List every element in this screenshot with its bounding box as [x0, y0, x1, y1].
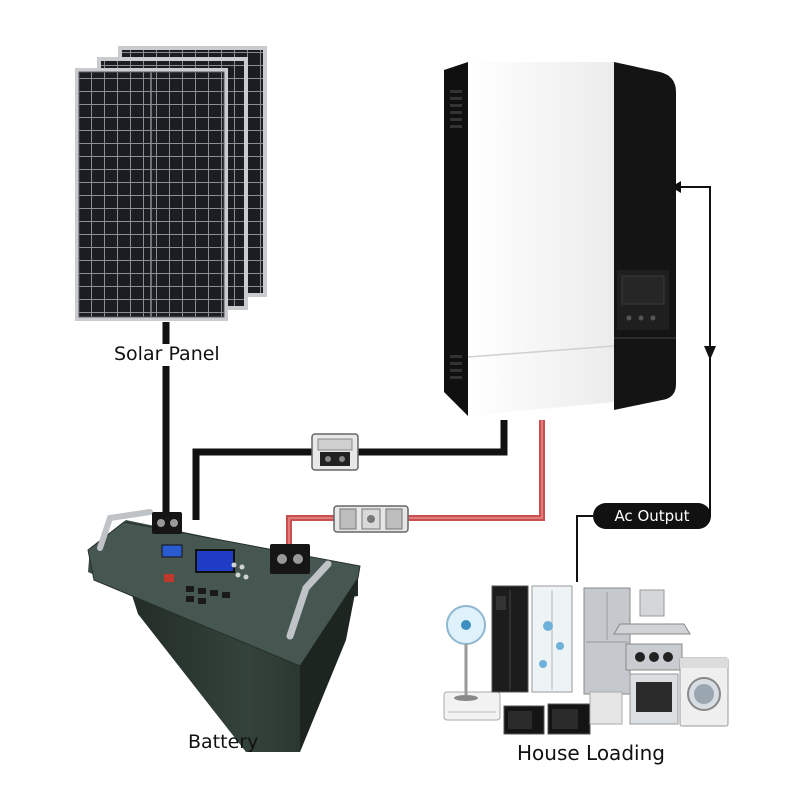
- circuit-breaker-icon: [311, 433, 359, 471]
- washing-machine-icon: [679, 657, 729, 727]
- house-appliances: [443, 585, 729, 735]
- house-loading-label: House Loading: [517, 741, 665, 765]
- ac-output-badge: Ac Output: [593, 503, 711, 529]
- solar-panel-label: Solar Panel: [114, 343, 220, 365]
- solar-panel-front: [75, 68, 228, 321]
- fridge-icon: [491, 585, 529, 693]
- fridge-icon: [531, 585, 573, 693]
- solar-panels: [75, 46, 267, 321]
- inverter: [444, 62, 676, 416]
- microwave-icon: [503, 691, 623, 735]
- battery: [87, 509, 361, 752]
- stove-icon: [625, 643, 683, 725]
- battery-label: Battery: [188, 731, 259, 753]
- circuit-breaker-icon: [333, 505, 409, 533]
- freezer-icon: [583, 587, 631, 695]
- range-hood-icon: [613, 589, 691, 635]
- fan-icon: [446, 605, 486, 701]
- wire-positive: [286, 420, 545, 545]
- wire-negative: [192, 420, 508, 520]
